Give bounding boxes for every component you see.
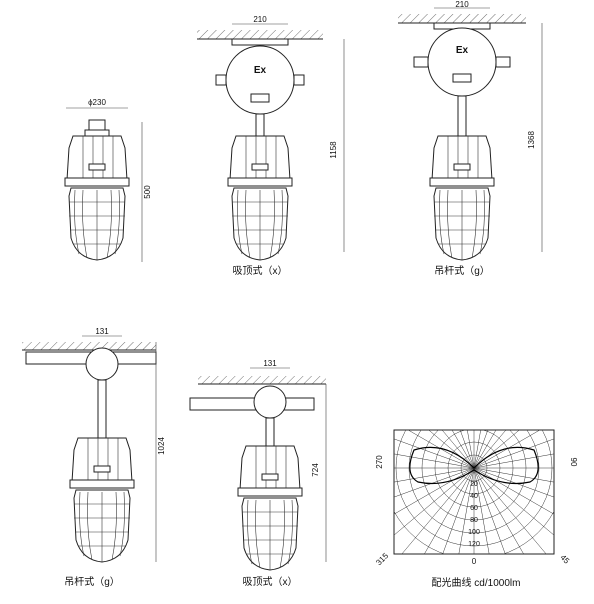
ceiling-hatch [198,376,326,384]
angle-label-270: 270 [375,455,384,469]
width-label: 131 [95,327,109,336]
height-label: 724 [311,463,320,477]
width-label: 210 [253,15,267,24]
grid-spoke [473,467,554,498]
caption: 吊杆式（g） [64,575,120,588]
radial-label-100: 100 [468,529,480,536]
radial-label-40: 40 [470,493,478,500]
ex-mark: Ex [456,45,469,56]
grid-spoke [394,453,475,469]
grid-spoke [473,467,554,483]
ex-mark: Ex [254,65,267,76]
angle-label-0: 0 [472,557,477,566]
grid-spoke [473,430,520,469]
grid-spoke [473,430,541,469]
radial-label-120: 120 [468,541,480,548]
figure-3-pendant-rod: 210 Ex 1368 吊杆式（g） [398,0,543,277]
caption: 吊杆式（g） [434,264,490,277]
grid-spoke [401,467,475,554]
grid-spoke [473,453,554,469]
grid-spoke [394,467,475,498]
grid-spoke [394,467,475,536]
angle-label-90: 90 [569,458,578,467]
suspension-rod [97,379,107,439]
mounting-bracket [189,397,315,411]
height-label: 1024 [157,437,166,455]
junction-box [427,27,497,97]
luminaire-drawing [238,446,302,570]
grid-spoke [473,430,497,469]
junction-box [253,385,287,419]
grid-spoke [459,430,475,469]
grid-spoke [451,430,475,469]
polar-grid [394,430,554,554]
grid-spoke [394,438,475,469]
grid-spoke [467,430,475,469]
figure-1-standalone-luminaire: ϕ230 500 [65,98,152,262]
luminaire-drawing [430,136,494,260]
grid-spoke [473,467,554,536]
caption: 吸顶式（x） [243,575,298,588]
figure-2-ceiling-mount: 210 Ex 1158 吸顶式（x） [197,15,345,277]
diameter-label: ϕ230 [88,98,106,107]
grid-spoke [428,430,475,469]
height-label: 1158 [329,141,338,159]
height-label: 1368 [527,131,536,149]
suspension-rod [457,95,467,137]
grid-spoke [441,430,475,469]
figure-4-pendant-bracket: 131 1024 吊杆式（g） [22,327,166,588]
grid-spoke [407,430,475,469]
connector-pipe [255,113,265,137]
caption: 吸顶式（x） [233,264,288,277]
figure-5-ceiling-bracket: 131 724 吸顶式（x） [189,359,327,588]
angle-label-315: 315 [374,551,390,567]
grid-spoke [424,467,475,554]
ceiling-hatch [22,342,156,350]
distribution-curve [409,446,539,485]
grid-spoke [473,430,489,469]
grid-spoke [473,467,490,554]
ceiling-hatch [197,30,323,39]
radial-label-60: 60 [470,505,478,512]
grid-spoke [473,430,481,469]
light-distribution-chart: 270 90 315 0 45 20 40 60 80 100 120 配光曲线… [374,429,578,589]
width-label: 210 [455,0,469,9]
junction-box [85,347,119,381]
luminaire-drawing [228,136,292,260]
grid-spoke [473,467,506,554]
junction-box [225,45,295,115]
luminaire-drawing [70,438,134,562]
grid-spoke [473,430,507,469]
ceiling-bracket [231,38,289,46]
grid-spoke [442,467,475,554]
grid-spoke [473,467,547,554]
grid-spoke [473,467,524,554]
grid-spoke [394,467,475,483]
angle-label-45: 45 [558,553,571,566]
grid-spoke [473,438,554,469]
radial-label-20: 20 [470,481,478,488]
grid-spoke [458,467,475,554]
chart-caption: 配光曲线 cd/1000lm [432,576,521,589]
ceiling-hatch [398,14,526,23]
width-label: 131 [263,359,277,368]
luminaire-drawing [65,119,129,260]
height-label: 500 [143,185,152,199]
radial-label-80: 80 [470,517,478,524]
